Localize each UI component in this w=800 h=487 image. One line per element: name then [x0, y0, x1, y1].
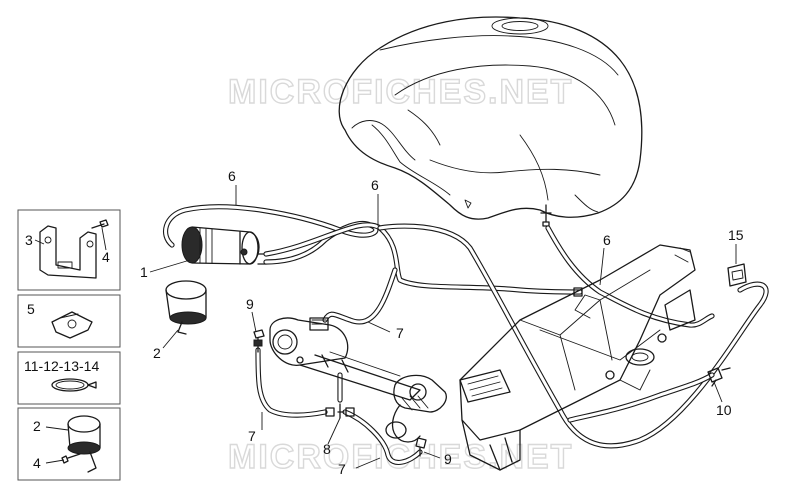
fuel-tank [338, 16, 643, 227]
leader-lines [235, 185, 737, 469]
clip-15 [727, 263, 747, 287]
throttle-body [269, 317, 421, 401]
airbox-frame [459, 244, 696, 471]
callout-8: 8 [323, 441, 331, 457]
box-sleeve [17, 407, 121, 481]
callout-7-left: 7 [248, 428, 256, 444]
box-bracket [17, 209, 121, 291]
sleeve-2 [162, 280, 207, 349]
callout-6-right: 6 [603, 232, 611, 248]
callout-4-lower: 4 [33, 455, 41, 471]
callout-2-lower: 2 [33, 418, 41, 434]
callout-7-bottom: 7 [338, 461, 346, 477]
callouts: 1 2 3 4 5 11-12-13-14 2 4 6 6 6 7 7 7 8 … [24, 168, 744, 477]
box-clip [17, 294, 121, 348]
callout-9-right: 9 [444, 451, 452, 467]
canister [149, 226, 267, 273]
callout-5: 5 [27, 301, 35, 317]
callout-6-left: 6 [228, 168, 236, 184]
callout-3: 3 [25, 232, 33, 248]
callout-2-upper: 2 [153, 345, 161, 361]
callout-6-middle: 6 [371, 177, 379, 193]
callout-15: 15 [728, 227, 744, 243]
box-clamp [17, 351, 121, 405]
hoses [162, 204, 769, 465]
callout-7-right: 7 [396, 325, 404, 341]
watermark-bottom: MICROFICHES.NET [228, 438, 573, 476]
callout-10: 10 [716, 402, 732, 418]
watermark-top: MICROFICHES.NET [228, 73, 573, 111]
callout-9-left: 9 [246, 296, 254, 312]
injector-assembly [385, 374, 447, 443]
callout-1: 1 [140, 264, 148, 280]
callout-11-14: 11-12-13-14 [24, 358, 99, 374]
callout-4-upper: 4 [102, 249, 110, 265]
